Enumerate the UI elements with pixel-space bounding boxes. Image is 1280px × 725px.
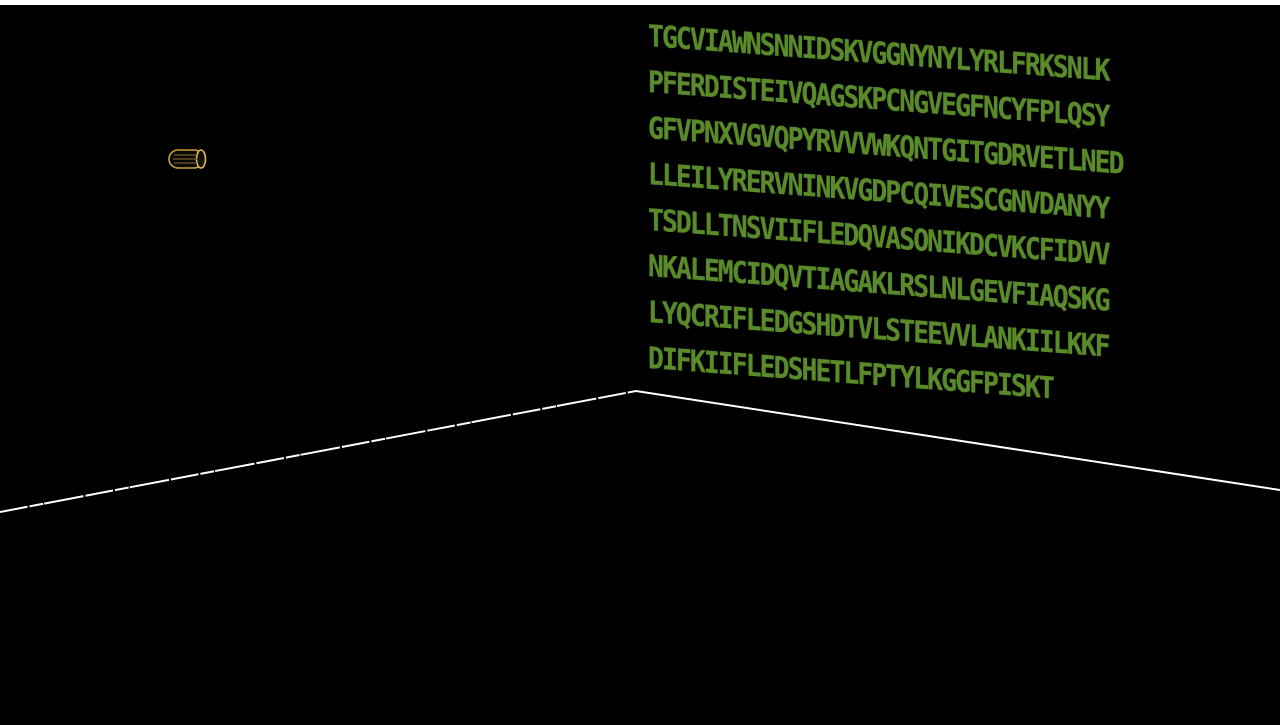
capsule-icon[interactable] <box>166 146 210 172</box>
right-wall-floor-edge <box>635 390 1280 491</box>
left-wall-floor-edge <box>0 390 637 513</box>
top-border <box>0 0 1280 5</box>
wall-sequence-text: TGCVIAWNSNNIDSKVGGNYNYLYRLFRKSNLK PFERDI… <box>648 14 1248 489</box>
